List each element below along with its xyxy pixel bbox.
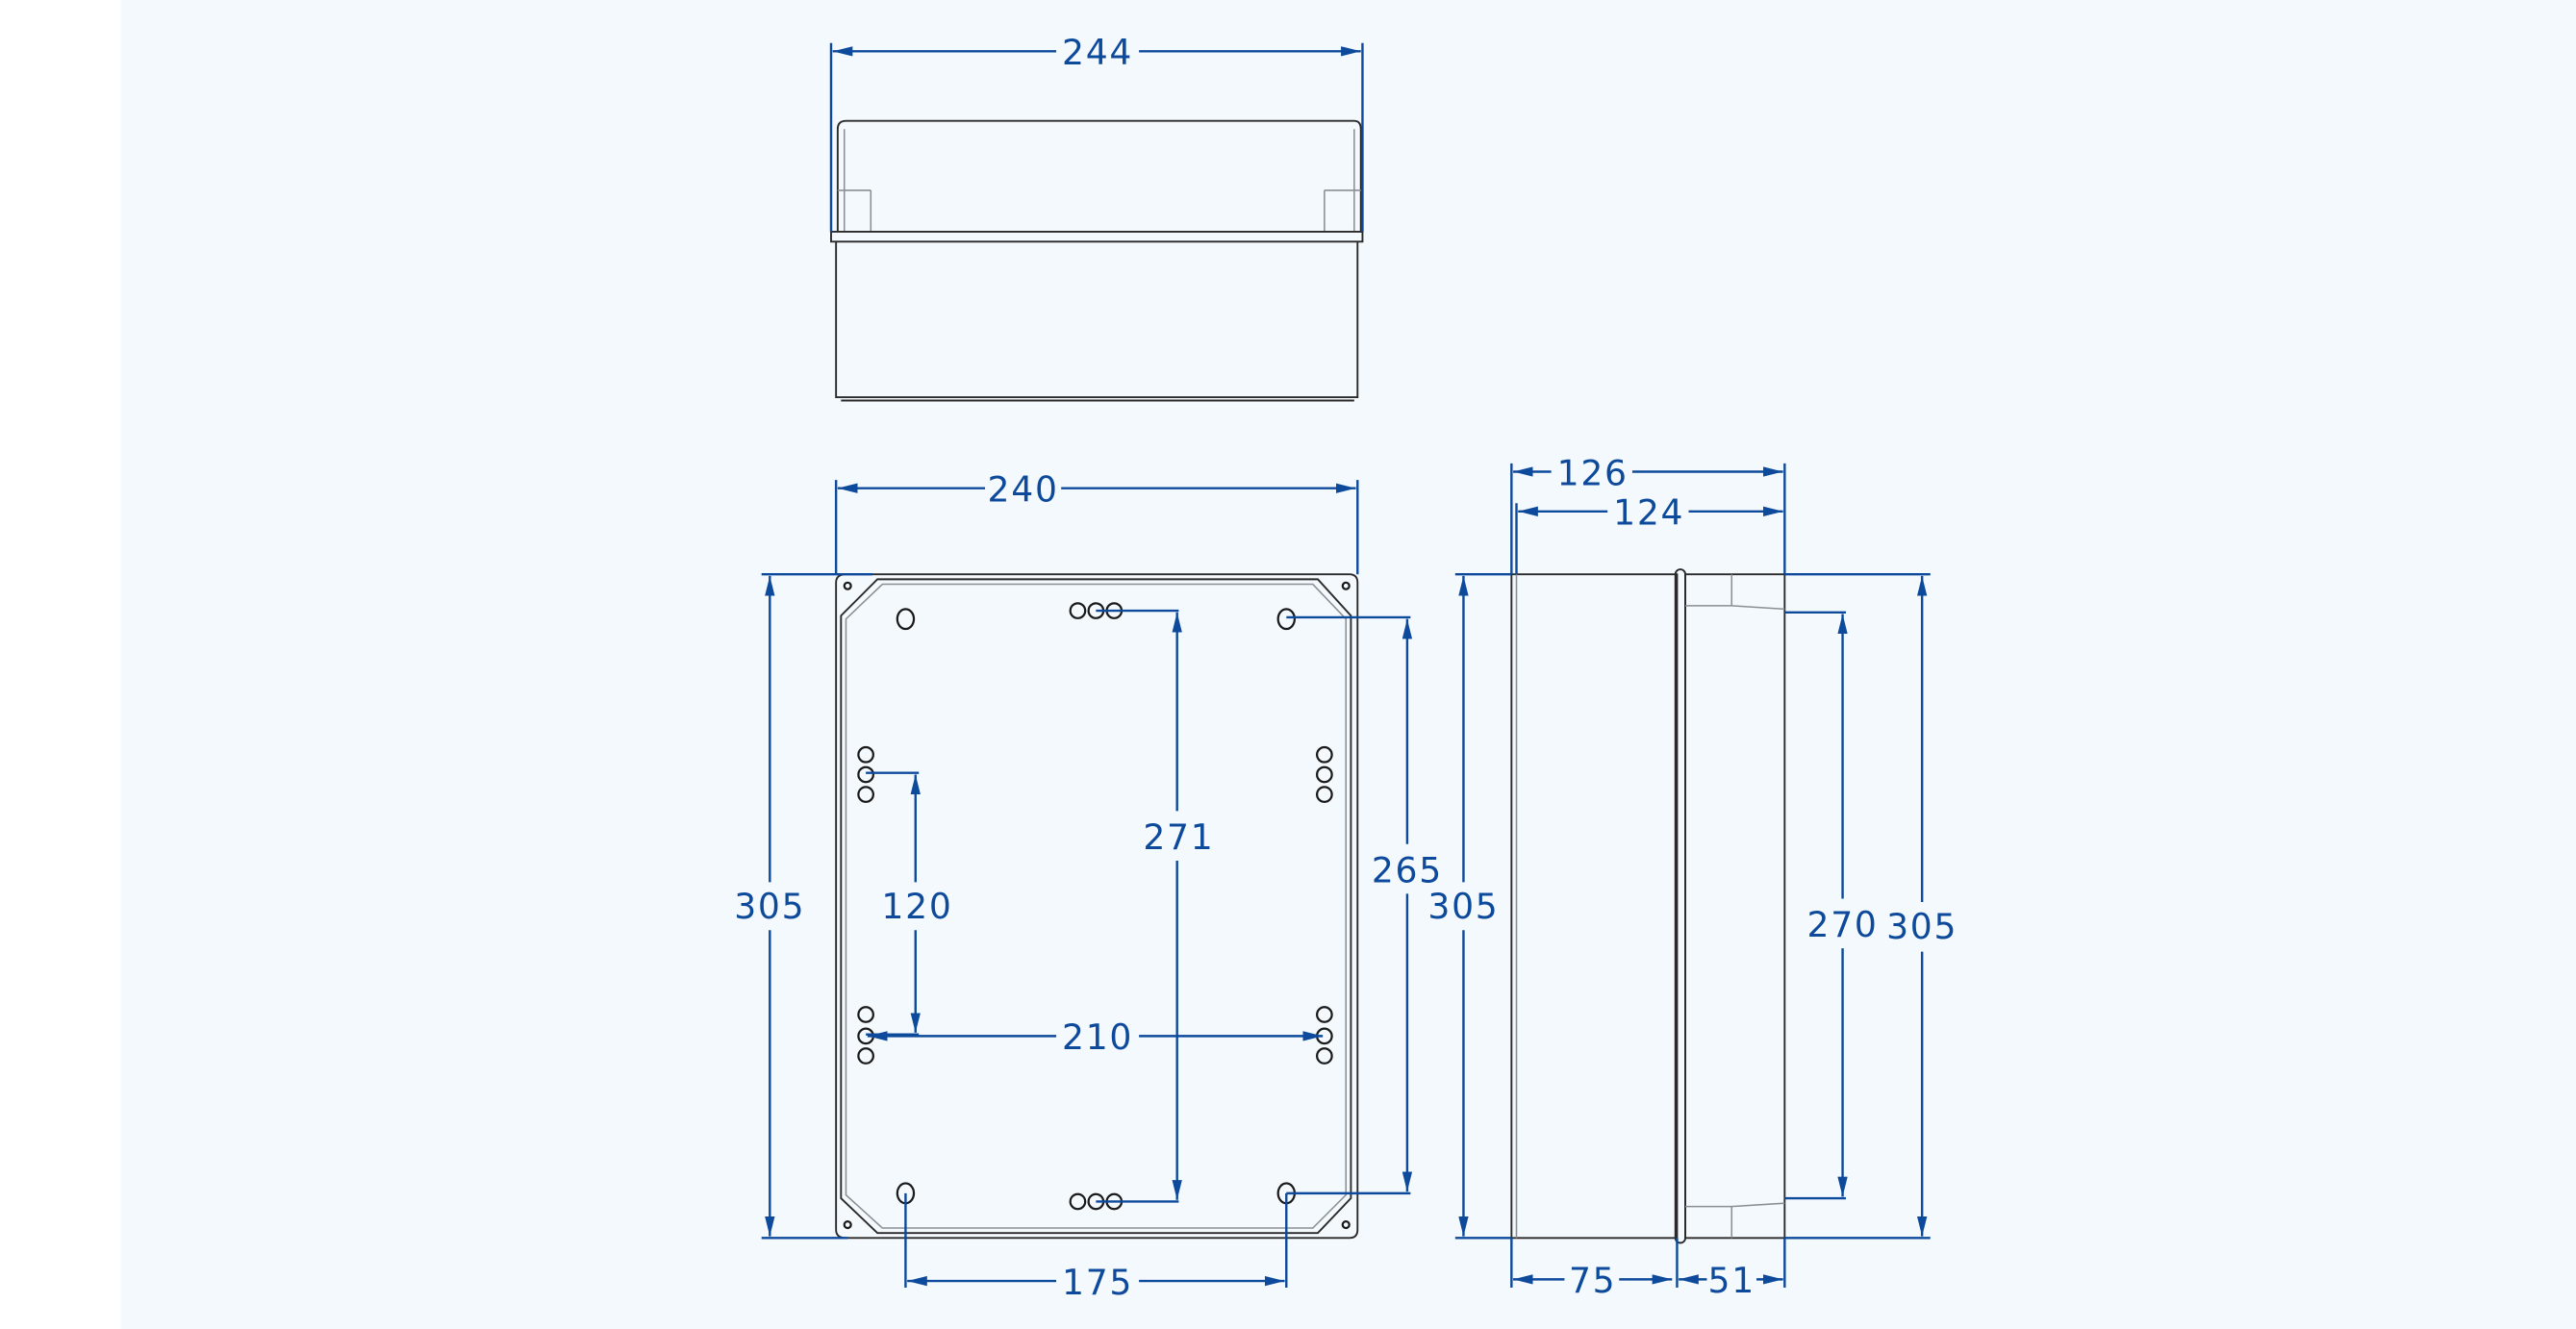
dimension-175: 175 — [904, 1192, 1288, 1303]
dimension-270: 270 — [1784, 611, 1878, 1200]
dimension-271: 271 — [1096, 609, 1214, 1203]
dimension-label: 265 — [1372, 849, 1443, 890]
drawing-background — [120, 0, 2576, 1329]
dimension-label: 305 — [734, 886, 805, 927]
dimension-305-side-left: 305 — [1427, 572, 1512, 1240]
dimension-label: 271 — [1143, 816, 1214, 858]
dimension-label: 305 — [1427, 886, 1499, 927]
dimension-label: 124 — [1613, 492, 1684, 534]
dimension-120: 120 — [866, 771, 952, 1036]
dimension-label: 240 — [988, 468, 1059, 510]
top-view: 244 — [829, 32, 1364, 402]
dimension-label: 175 — [1062, 1262, 1133, 1303]
dimension-240: 240 — [834, 468, 1359, 575]
dimension-label: 120 — [881, 886, 952, 927]
dimension-label: 270 — [1806, 904, 1878, 945]
dimension-51: 51 — [1679, 1260, 1783, 1301]
left-margin — [0, 0, 121, 1329]
front-view: 240 305 120 210 271 265 175 — [734, 468, 1443, 1303]
dimension-label: 305 — [1886, 906, 1957, 947]
dimension-label: 210 — [1062, 1016, 1133, 1058]
dimension-label: 244 — [1062, 32, 1133, 73]
dimension-210: 210 — [867, 1016, 1324, 1058]
dimension-305-side-right: 305 — [1784, 572, 1957, 1240]
dimension-305-front: 305 — [734, 572, 873, 1240]
dimension-244: 244 — [829, 32, 1364, 232]
dimension-label: 75 — [1569, 1260, 1616, 1301]
dimension-label: 51 — [1708, 1260, 1755, 1301]
dimension-75: 75 — [1510, 1238, 1786, 1301]
dimension-label: 126 — [1557, 452, 1629, 493]
dimension-265: 265 — [1286, 615, 1443, 1195]
side-view: 126 124 305 270 305 75 51 — [1427, 452, 1957, 1301]
dimension-124: 124 — [1515, 492, 1783, 575]
dimension-126: 126 — [1510, 452, 1786, 575]
